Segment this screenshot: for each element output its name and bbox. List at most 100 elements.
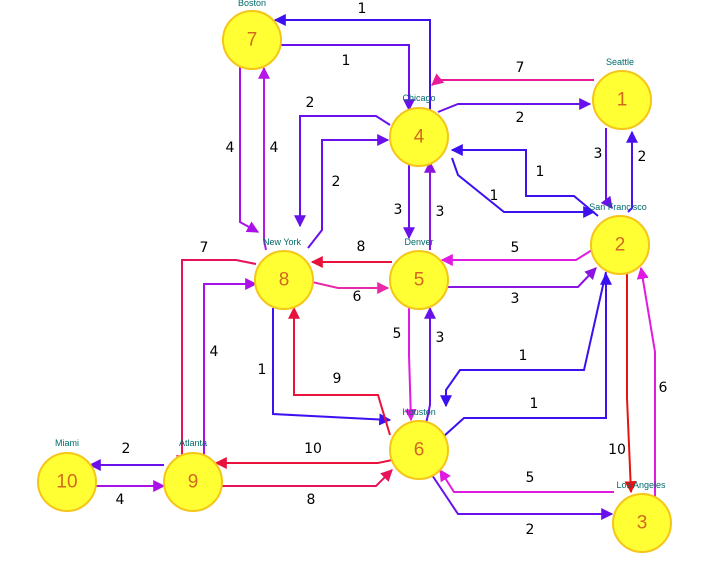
edge-weight-10-9: 4 bbox=[116, 492, 125, 508]
edge-4-1 bbox=[437, 98, 592, 113]
city-label: Chicago bbox=[402, 93, 435, 103]
edge-7-4 bbox=[280, 44, 415, 112]
edge-8-4 bbox=[307, 134, 390, 249]
node-number: 1 bbox=[617, 90, 628, 111]
edge-weight-4-8: 2 bbox=[306, 95, 315, 111]
node-number: 4 bbox=[414, 127, 425, 148]
edge-2-4 bbox=[450, 144, 599, 217]
edge-weight-7-8: 4 bbox=[226, 140, 235, 156]
edge-weight-2-4: 1 bbox=[536, 164, 545, 180]
node-number: 7 bbox=[247, 30, 258, 51]
node-8[interactable]: 8 New York bbox=[254, 237, 314, 310]
node-circle[interactable] bbox=[590, 215, 650, 275]
city-label: Boston bbox=[238, 0, 266, 8]
node-2[interactable]: 2 San Francisco bbox=[589, 202, 650, 275]
node-number: 6 bbox=[414, 440, 425, 461]
edge-weight-2-1: 2 bbox=[638, 149, 647, 165]
edge-weight-1-2: 3 bbox=[594, 146, 603, 162]
node-circle[interactable] bbox=[389, 420, 449, 480]
node-number: 2 bbox=[615, 235, 626, 256]
edge-6-9 bbox=[214, 457, 393, 469]
edge-weight-2-5: 5 bbox=[511, 240, 520, 256]
node-9[interactable]: 9 Atlanta bbox=[163, 438, 223, 512]
edge-weight-5-2: 3 bbox=[511, 291, 520, 307]
node-circle[interactable] bbox=[612, 493, 672, 553]
edge-3-6 bbox=[439, 468, 614, 493]
node-circle[interactable] bbox=[389, 250, 449, 310]
edge-5-2 bbox=[448, 267, 597, 288]
edge-6-5 bbox=[424, 306, 436, 425]
edge-weight-8-6: 1 bbox=[258, 362, 267, 378]
city-label: Atlanta bbox=[179, 438, 207, 448]
city-label: New York bbox=[263, 237, 302, 247]
edge-weight-8-4: 2 bbox=[332, 174, 341, 190]
node-7[interactable]: 7 Boston bbox=[222, 0, 282, 70]
edge-weight-8-7: 4 bbox=[270, 140, 279, 156]
node-number: 9 bbox=[188, 472, 199, 493]
node-5[interactable]: 5 Denver bbox=[389, 237, 449, 310]
city-label: Denver bbox=[404, 237, 433, 247]
edge-3-2 bbox=[636, 266, 656, 502]
edge-weight-5-6: 5 bbox=[393, 326, 402, 342]
node-4[interactable]: 4 Chicago bbox=[389, 93, 449, 167]
edge-weight-9-10: 2 bbox=[122, 441, 131, 457]
node-number: 3 bbox=[637, 513, 648, 534]
edge-4-2 bbox=[451, 157, 596, 218]
edge-9-8 bbox=[203, 278, 258, 457]
edge-2-5 bbox=[440, 249, 593, 266]
edge-weight-2-3: 10 bbox=[608, 442, 626, 458]
edge-weight-4-5: 3 bbox=[394, 202, 403, 218]
node-1[interactable]: 1 Seattle bbox=[592, 57, 652, 130]
edge-8-7 bbox=[258, 66, 270, 251]
node-circle[interactable] bbox=[254, 250, 314, 310]
edge-6-3 bbox=[431, 474, 614, 520]
edge-1-2 bbox=[600, 128, 613, 209]
edge-2-1 bbox=[626, 130, 638, 213]
edge-weight-4-1: 2 bbox=[516, 110, 525, 126]
node-circle[interactable] bbox=[37, 452, 97, 512]
edge-9-6 bbox=[221, 469, 393, 487]
node-circle[interactable] bbox=[222, 10, 282, 70]
city-label: San Francisco bbox=[589, 202, 647, 212]
edge-6-8 bbox=[288, 306, 391, 436]
edge-weight-4-2: 1 bbox=[490, 188, 499, 204]
edge-weight-6-5: 3 bbox=[436, 330, 445, 346]
node-circle[interactable] bbox=[592, 70, 652, 130]
edge-weight-7-4: 1 bbox=[342, 53, 351, 69]
edge-weight-2-6: 1 bbox=[519, 348, 528, 364]
edge-weight-4-7: 1 bbox=[358, 1, 367, 17]
edge-8-5 bbox=[311, 281, 390, 294]
edge-8-9 bbox=[176, 259, 257, 468]
edge-weight-3-2: 6 bbox=[659, 380, 668, 396]
city-label: Miami bbox=[55, 438, 79, 448]
edge-4-8 bbox=[294, 115, 391, 228]
edge-5-6 bbox=[404, 306, 417, 422]
edge-2-3 bbox=[624, 273, 637, 494]
edge-weight-6-3: 2 bbox=[526, 522, 535, 538]
edge-weight-8-9: 7 bbox=[200, 240, 209, 256]
node-number: 5 bbox=[414, 270, 425, 291]
edge-weight-6-8: 9 bbox=[333, 371, 342, 387]
city-label: Seattle bbox=[606, 57, 634, 67]
node-number: 8 bbox=[279, 270, 290, 291]
node-circle[interactable] bbox=[389, 107, 449, 167]
edge-weight-9-6: 8 bbox=[307, 492, 316, 508]
edge-weight-3-6: 5 bbox=[526, 470, 535, 486]
edge-weight-1-4: 7 bbox=[516, 60, 525, 76]
city-label: Houston bbox=[402, 407, 436, 417]
node-6[interactable]: 6 Houston bbox=[389, 407, 449, 480]
edge-6-2 bbox=[443, 272, 612, 437]
edge-weight-5-8: 8 bbox=[357, 239, 366, 255]
edge-7-8 bbox=[239, 66, 260, 233]
edge-8-6 bbox=[272, 308, 392, 426]
edge-2-6 bbox=[440, 271, 607, 408]
node-10[interactable]: 10 Miami bbox=[37, 438, 97, 512]
node-number: 10 bbox=[56, 472, 77, 493]
edge-1-4 bbox=[431, 73, 594, 86]
node-circle[interactable] bbox=[163, 452, 223, 512]
edge-weight-5-4: 3 bbox=[436, 204, 445, 220]
